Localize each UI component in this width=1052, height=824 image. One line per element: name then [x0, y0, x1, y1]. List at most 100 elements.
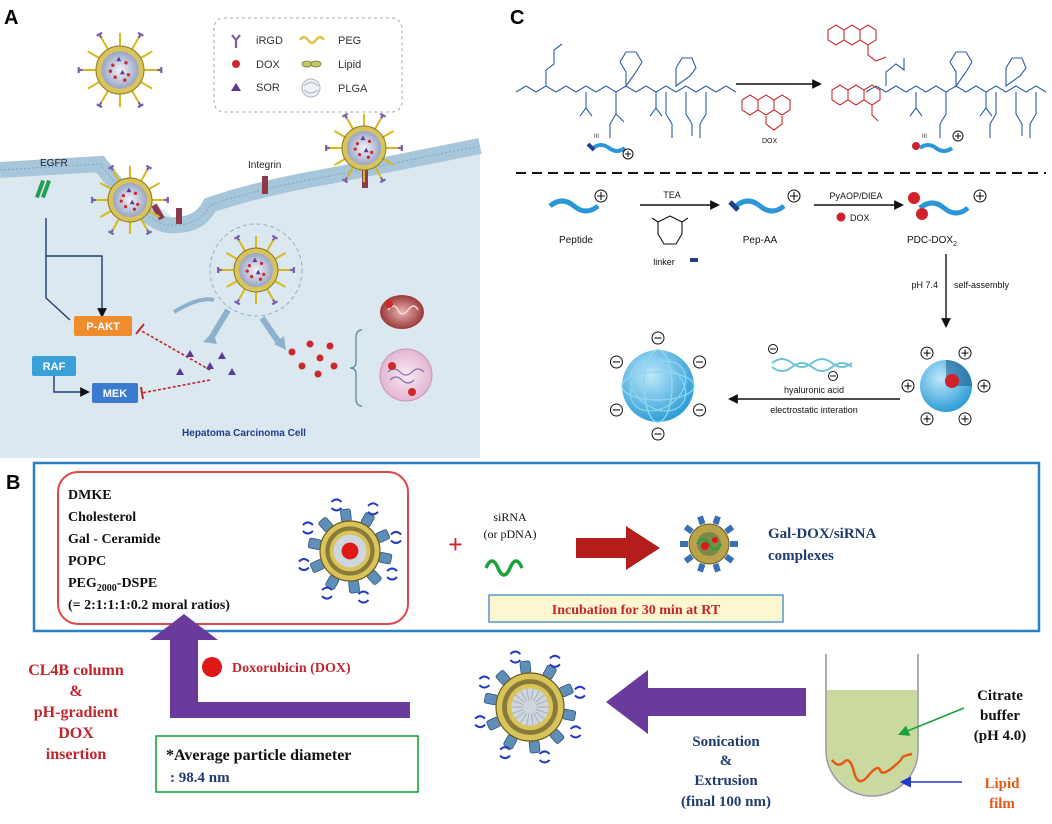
peg-chain [374, 166, 382, 179]
peg-block [712, 515, 721, 525]
complex-dox [701, 542, 709, 550]
core-stripe [534, 711, 545, 720]
dox-molecule [326, 342, 334, 350]
core-stripe [536, 708, 548, 714]
dox-dot [119, 199, 123, 203]
nanoparticle-outside [325, 112, 403, 184]
peg-chain [298, 558, 310, 572]
peg-block [697, 515, 706, 525]
integrin-receptor-3 [176, 208, 182, 224]
lipid-icon [301, 60, 322, 68]
core-stripe [526, 688, 530, 701]
label-diameter-2: : 98.4 nm [170, 770, 230, 786]
peg-chain [87, 50, 100, 59]
peg-chain [382, 158, 395, 166]
panel-c-letter: C [510, 7, 524, 29]
sonication-line-3: Extrusion [694, 773, 758, 789]
column-line-5: insertion [46, 746, 107, 763]
sor-dot [255, 269, 261, 275]
sor-dot [119, 69, 125, 75]
peg-chain [333, 130, 346, 138]
peptide-icon-left [591, 143, 627, 153]
peg-chain [321, 586, 333, 600]
label-sirna: siRNA [493, 510, 527, 524]
sor-molecule [186, 350, 194, 357]
panel-a-letter: A [4, 7, 18, 29]
egfr-pathway-line [45, 218, 71, 321]
label-integrin: Integrin [248, 160, 281, 171]
irgd-fork [96, 103, 103, 109]
dox-molecule [288, 348, 296, 356]
sirna-icon [484, 559, 524, 577]
irgd-fork [271, 234, 279, 240]
peg-chain [274, 280, 287, 288]
citrate-text: Citrate buffer (pH 4.0) [974, 688, 1027, 744]
peg-chain [386, 567, 398, 581]
label-dox-top: DOX [762, 138, 778, 145]
dox-dot [124, 205, 128, 209]
label-peptide: Peptide [559, 235, 593, 246]
peg-chain [140, 169, 148, 182]
peg-chain [509, 650, 522, 664]
dox-dot [245, 269, 249, 273]
peg-block [712, 563, 721, 573]
inhibit-mek-bar [140, 386, 144, 400]
sor-molecule [228, 368, 236, 375]
test-tube [825, 654, 919, 797]
inhibit-mek-line [141, 379, 211, 394]
endocytosis-arrow [172, 297, 215, 314]
label-self-assembly: self-assembly [954, 280, 1010, 290]
irgd-fork [137, 103, 144, 109]
nanoparticle-endosome [217, 234, 295, 306]
peg-icon [299, 36, 325, 44]
legend-plga: PLGA [338, 83, 368, 95]
citrate-line-1: Citrate [977, 688, 1023, 704]
irgd-fork [271, 300, 279, 306]
label-iii-right: III [922, 134, 927, 140]
plga-core [112, 182, 148, 218]
core-stripe [512, 700, 524, 706]
dox-dot [111, 63, 115, 67]
inhibit-akt-line [139, 329, 211, 371]
formulation-item-4: POPC [68, 554, 106, 569]
complex-dox [712, 537, 718, 543]
peg-block [683, 524, 694, 535]
label-tea: TEA [663, 190, 681, 200]
dox-molecule [330, 362, 338, 370]
label-pyaop: PyAOP/DIEA [829, 191, 882, 201]
peg-chain [87, 81, 100, 90]
peg-block [680, 541, 688, 547]
dox-molecule [298, 362, 306, 370]
insertion-arrow [150, 614, 410, 718]
ha-coated-particle [621, 349, 695, 423]
sonication-line-1: Sonication [692, 734, 760, 750]
peg-chain [549, 654, 561, 668]
peg-block [519, 660, 532, 674]
irgd-fork [379, 178, 387, 184]
irgd-icon [231, 34, 241, 48]
sor-dot [363, 147, 369, 153]
complex-frame [32, 461, 1041, 633]
core-stripe [515, 694, 526, 703]
label-pakt: P-AKT [86, 321, 120, 333]
peptide-structure-left [515, 43, 737, 138]
peg-block [307, 537, 322, 550]
peg-chain [478, 675, 491, 689]
egfr-akt-line [46, 255, 107, 318]
citrate-pointer [897, 707, 965, 736]
dox-molecule [316, 354, 324, 362]
peg-chain [346, 166, 354, 179]
dox-dot [136, 202, 140, 206]
lipid-film-text: Lipid film [984, 776, 1020, 812]
pdc-dox-mark-1 [908, 192, 920, 204]
sor-dot [252, 257, 258, 263]
inhibit-akt-bar [135, 323, 145, 335]
core-stripe [526, 713, 530, 726]
peg-block [724, 553, 735, 564]
plga-core [101, 51, 139, 89]
micelle-charges [901, 346, 991, 426]
sonication-text: Sonication & Extrusion (final 100 nm) [681, 734, 771, 810]
dox-dot [358, 153, 362, 157]
dox-dot [370, 150, 374, 154]
